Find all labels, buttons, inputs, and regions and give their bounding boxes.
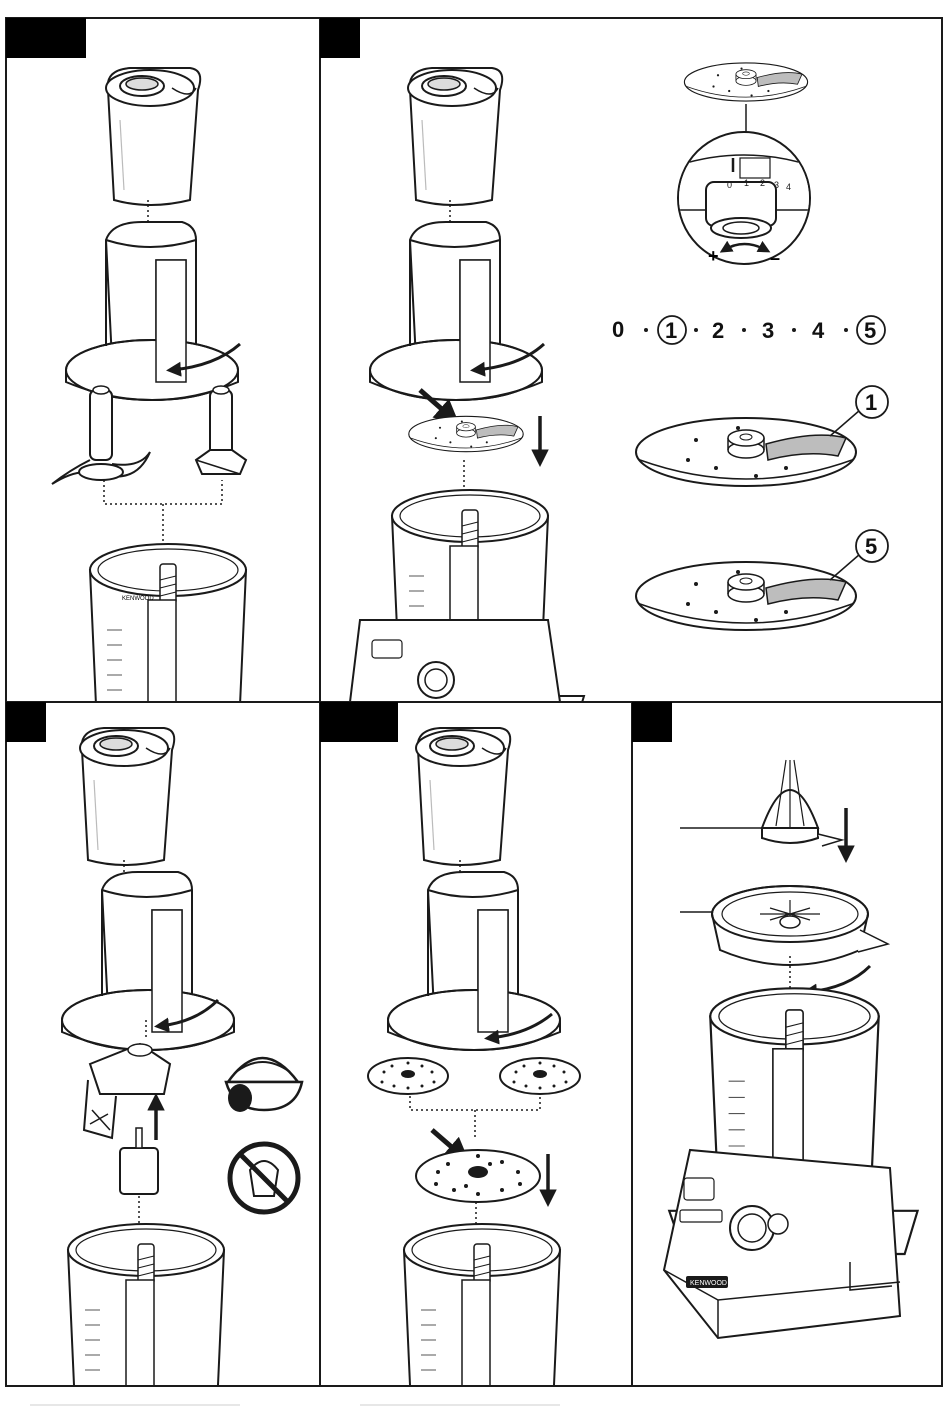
scale-0: 0 xyxy=(612,317,624,342)
scale-5: 5 xyxy=(864,318,876,343)
panel-4-grating xyxy=(366,728,596,1411)
dial-mark-3: 3 xyxy=(774,180,779,190)
pusher-illustration xyxy=(80,728,174,865)
panel-3-whisk xyxy=(30,728,302,1411)
blade-illustration xyxy=(52,386,150,484)
callout-5: 5 xyxy=(865,534,877,559)
base-unit-illustration: KENWOOD xyxy=(664,1150,900,1338)
base-logo: KENWOOD xyxy=(690,1280,727,1287)
step-tab-1 xyxy=(6,18,86,58)
whipped-cream-icon xyxy=(226,1058,302,1112)
disc-thin-illustration xyxy=(636,418,856,486)
dial-mark-0: 0 xyxy=(727,180,732,190)
step-tab-5 xyxy=(632,702,672,742)
step-tab-3 xyxy=(6,702,46,742)
lid-illustration xyxy=(66,222,238,400)
callout-1: 1 xyxy=(865,390,877,415)
bowl-logo: KENWOOD xyxy=(122,596,154,602)
panel-5-citrus-press: KENWOOD xyxy=(664,760,918,1338)
disc-top-illustration xyxy=(684,63,807,101)
scale-1: 1 xyxy=(665,318,677,343)
juicer-sieve-illustration xyxy=(712,886,888,965)
disc-thick-illustration xyxy=(636,562,856,630)
pusher-illustration xyxy=(106,68,200,205)
bowl-illustration xyxy=(366,1224,596,1411)
slicing-disc-illustration xyxy=(409,416,523,451)
pusher-illustration xyxy=(416,728,510,865)
no-cake-icon xyxy=(230,1144,298,1212)
scale-3: 3 xyxy=(762,318,774,343)
dial-mark-4: 4 xyxy=(786,182,791,192)
bowl-illustration xyxy=(30,1224,260,1411)
dial-mark-1: 1 xyxy=(744,178,749,188)
dial-mark-2: 2 xyxy=(760,178,765,188)
minus-sign: – xyxy=(770,248,780,268)
drive-shaft-illustration xyxy=(120,1128,158,1194)
rotate-arrow-icon xyxy=(808,966,870,992)
grating-disc-illustration xyxy=(368,1058,448,1094)
step-tab-2 xyxy=(320,18,360,58)
scale-2: 2 xyxy=(712,318,724,343)
step-tab-4 xyxy=(320,702,398,742)
lid-illustration xyxy=(370,222,542,400)
juicer-cone-illustration xyxy=(762,760,842,846)
lid-illustration xyxy=(388,872,560,1050)
panel-1-chopping: KENWOOD xyxy=(52,68,282,790)
plus-sign: + xyxy=(708,246,719,266)
lid-illustration xyxy=(62,872,234,1050)
pusher-illustration xyxy=(408,68,502,205)
grating-disc-large-illustration xyxy=(416,1150,540,1202)
panel-2-slicing: 0 1 2 3 4 + – 0 1 2 3 4 xyxy=(350,63,888,736)
thickness-scale: 0 1 2 3 4 5 xyxy=(612,316,885,344)
grating-disc-illustration xyxy=(500,1058,580,1094)
scale-4: 4 xyxy=(812,318,825,343)
dough-tool-illustration xyxy=(196,386,246,474)
